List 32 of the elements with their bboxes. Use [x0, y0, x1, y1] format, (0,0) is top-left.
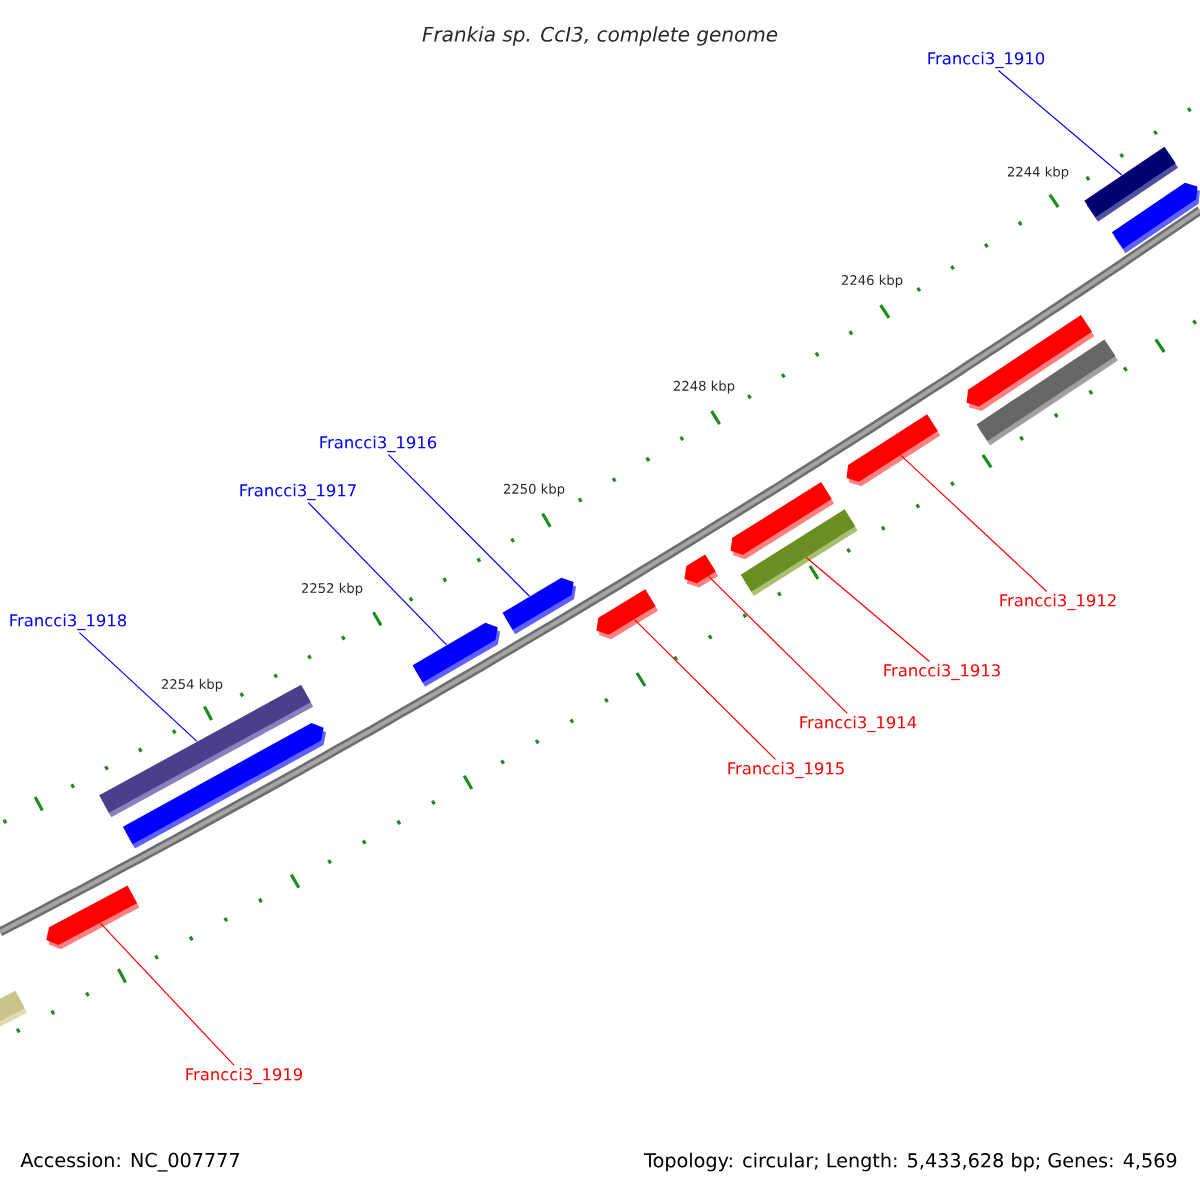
leader-line	[634, 618, 776, 761]
gene-label: Francci3_1916	[320, 435, 437, 453]
gene-label: Francci3_1915	[728, 761, 844, 779]
gene-label: Francci3_1914	[800, 715, 917, 733]
gene-label: Francci3_1918	[10, 613, 127, 631]
leader-line	[99, 922, 235, 1067]
title: Frankia sp. CcI3, complete genome	[422, 26, 778, 46]
footer-text: Topology: circular; Length: 5,433,628 bp; Genes: 4,569	[644, 1152, 1177, 1172]
leader-line	[900, 454, 1048, 593]
gene-label: Francci3_1910	[928, 51, 1045, 69]
gene-block	[596, 589, 659, 640]
gene-block	[412, 622, 501, 687]
gene-block	[740, 509, 858, 596]
leader-line	[387, 453, 531, 597]
leader-line	[307, 501, 448, 646]
gene-block	[122, 723, 327, 849]
footer-text: Accession: NC_007777	[20, 1152, 239, 1172]
gene-label: Francci3_1912	[1000, 593, 1116, 611]
leader-line	[708, 575, 848, 715]
gene-block	[976, 339, 1118, 446]
gene-label: Francci3_1919	[186, 1067, 303, 1085]
leader-line	[997, 69, 1123, 176]
leader-line	[78, 631, 198, 742]
gene-block	[1111, 182, 1200, 254]
gene-label: Francci3_1913	[884, 663, 1000, 681]
gene-block	[0, 990, 28, 1028]
gene-label: Francci3_1917	[240, 483, 356, 501]
gene-block	[846, 414, 941, 487]
gene-block	[684, 554, 719, 588]
leader-line	[805, 556, 931, 663]
gene-block	[46, 885, 140, 950]
gene-block	[502, 577, 577, 635]
